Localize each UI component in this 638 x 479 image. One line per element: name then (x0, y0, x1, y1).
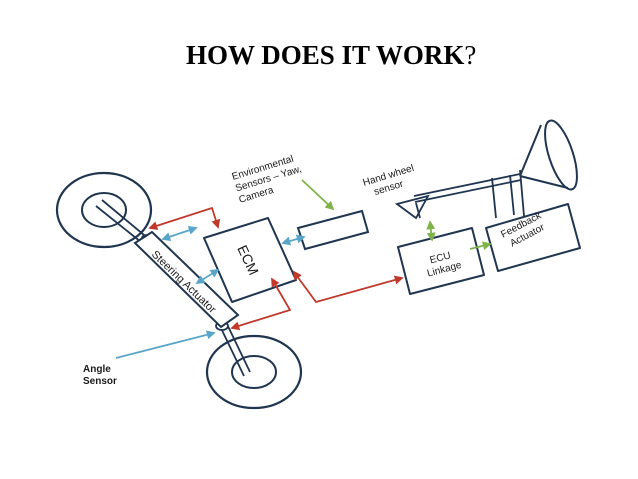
title-question-mark: ? (464, 40, 477, 70)
title-main: HOW DOES IT WORK (186, 40, 465, 70)
steering-column (394, 169, 525, 220)
ecu-label-line1: ECU (429, 250, 452, 266)
environmental-sensor-box (296, 209, 370, 251)
angle-label-line1: Angle (83, 364, 111, 375)
angle-sensor-label: Angle Sensor (83, 364, 117, 387)
page-title: HOW DOES IT WORK? (186, 40, 606, 71)
hand-wheel-sensor-label: Hand wheel sensor (362, 163, 416, 198)
angle-label-line2: Sensor (83, 376, 117, 387)
steering-actuator-label: Steering Actuator (149, 249, 218, 316)
steering-wheel (519, 119, 578, 191)
red-arrows (148, 206, 404, 331)
blue-arrows (115, 226, 306, 359)
front-right-wheel (205, 334, 303, 410)
environmental-sensors-label: Environmental Sensors – Yaw, Camera (231, 154, 303, 206)
ecu-linkage-box: ECU Linkage (397, 227, 485, 295)
front-left-wheel (55, 171, 153, 249)
feedback-actuator-box: Feedback Actuator (485, 203, 581, 272)
green-arrows (301, 179, 492, 251)
ecm-box: ECM (203, 217, 297, 303)
